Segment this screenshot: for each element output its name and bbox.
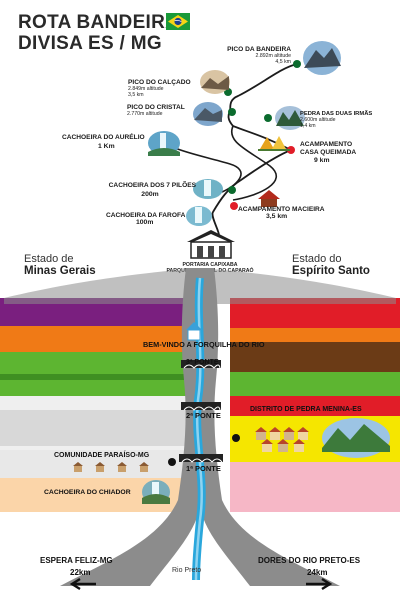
band-left-orange [0,326,190,352]
right-city-distance: 24km [307,568,328,577]
bridge-1 [179,454,223,463]
waypoint-name: PICO DO CRISTAL [127,104,185,111]
waypoint-name: PEDRA DAS DUAS IRMÃS [300,111,373,117]
waypoint-altitude: 2.600m altitude [300,117,336,123]
state-right: Estado do Espírito Santo [292,253,370,277]
comunidade-marker [168,458,176,466]
waypoint-pico-cristal: PICO DO CRISTAL 2.770m altitude [127,104,197,117]
bridge-2-label: 2ª PONTE [186,411,221,420]
waypoint-name: ACAMPAMENTO CASA QUEIMADA [300,141,357,156]
state-left-name: Minas Gerais [24,265,96,277]
waypoint-altitude: 2.849m altitude [128,86,164,92]
right-city-label: DORES DO RIO PRETO-ES [258,556,361,565]
bridge-3-label: 3ª PONTE [186,359,219,366]
arrow-right-icon [306,577,333,591]
chiador-label: CACHOEIRA DO CHIADOR [44,489,131,496]
left-city-distance: 22km [70,568,91,577]
distrito-marker [232,434,240,442]
marker-macieira [230,202,238,210]
waypoint-distance: 100m [136,219,154,226]
pico-bandeira-thumb [303,41,341,75]
waypoint-macieira: ACAMPAMENTO MACIEIRA 3,5 km [238,206,328,220]
bridge-1-label: 1ª PONTE [186,464,221,473]
state-left-prefix: Estado de [24,253,74,265]
village-houses-left [73,462,149,472]
marker-7-piloes [228,186,236,194]
waypoint-name: CACHOEIRA DOS 7 PILÕES [108,182,196,189]
marker-duas-irmas [264,114,272,122]
marker-pico-bandeira [293,60,301,68]
waypoint-distance: 3,5 km [266,213,288,220]
waypoint-name: PICO DO CALÇADO [128,79,191,86]
church-icon [186,322,202,341]
band-left-gray2 [0,450,190,478]
state-right-prefix: Estado do [292,253,342,265]
band-right-brown [230,342,400,374]
pico-calcado-thumb [200,70,230,94]
marker-pico-cristal [228,108,236,116]
distrito-landscape-thumb [322,418,390,458]
macieira-cabin-icon [258,190,280,207]
portaria-line-1: PORTARIA CAPIXABA [182,262,238,268]
marker-casa-queimada [287,146,295,154]
band-right-pink [230,462,400,512]
bridge-3 [181,360,221,369]
distrito-thumb [252,418,322,454]
duas-irmas-thumb [275,106,305,130]
trail-line-aurelio [174,147,242,193]
title-line-1: ROTA BANDEIRA [18,12,180,33]
farofa-waterfall-icon [186,206,212,226]
waypoint-altitude: 2.770m altitude [127,111,163,117]
waypoint-distance: 3,5 km [128,92,144,98]
7-piloes-waterfall-icon [193,179,223,199]
band-left-darkgreen [0,374,190,380]
arrow-left-icon [69,577,96,591]
waypoint-distance: 9 km [314,157,330,164]
casa-queimada-tents-icon [258,136,290,151]
waypoint-distance: 200m [141,191,159,198]
title-line-2: DIVISA ES / MG [18,33,162,54]
chiador-thumb [142,480,170,504]
brazil-flag-icon [166,13,190,30]
waypoint-distance: 4,5 km [275,59,291,65]
state-right-name: Espírito Santo [292,265,370,277]
waypoint-pico-calcado: PICO DO CALÇADO 2.849m altitude 3,5 km [128,79,198,98]
waypoint-altitude: 2.892m altitude [255,53,291,59]
band-left-gray [0,410,190,446]
waypoint-name: CACHOEIRA DO AURÉLIO [62,134,145,141]
pico-cristal-thumb [193,102,223,126]
waypoint-casa-queimada: ACAMPAMENTO CASA QUEIMADA 9 km [300,141,380,164]
portaria-building-icon [187,230,235,259]
river-label: Rio Preto [172,567,202,574]
waypoint-farofa: CACHOEIRA DA FAROFA 100m [106,212,196,226]
waypoint-pico-bandeira: PICO DA BANDEIRA 2.892m altitude 4,5 km [221,46,291,65]
band-right-green [230,372,400,396]
distrito-label: DISTRITO DE PEDRA MENINA-ES [250,406,362,413]
waypoint-duas-irmas: PEDRA DAS DUAS IRMÃS 2.600m altitude 1,4… [300,111,373,129]
bridge-2 [181,402,221,411]
waypoint-cachoeira-aurelio: CACHOEIRA DO AURÉLIO 1 Km [62,134,152,150]
comunidade-label: COMUNIDADE PARAÍSO-MG [54,452,150,459]
waypoint-distance: 1 Km [98,143,115,150]
waypoint-7-piloes: CACHOEIRA DOS 7 PILÕES 200m [104,182,196,198]
welcome-label: BEM-VINDO A FORQUILHA DO RIO [143,340,265,349]
waypoint-distance: 1,4 km [300,123,316,129]
state-left: Estado de Minas Gerais [24,253,96,277]
left-city-label: ESPERA FELIZ-MG [40,556,113,565]
trail-line-branch [230,125,278,201]
trail-line [211,63,298,237]
waypoint-name: CACHOEIRA DA FAROFA [106,212,186,219]
band-right-red2 [230,396,400,416]
waypoint-name: ACAMPAMENTO MACIEIRA [238,206,325,213]
waypoint-name: PICO DA BANDEIRA [227,46,291,53]
aurelio-waterfall-icon [148,131,180,156]
